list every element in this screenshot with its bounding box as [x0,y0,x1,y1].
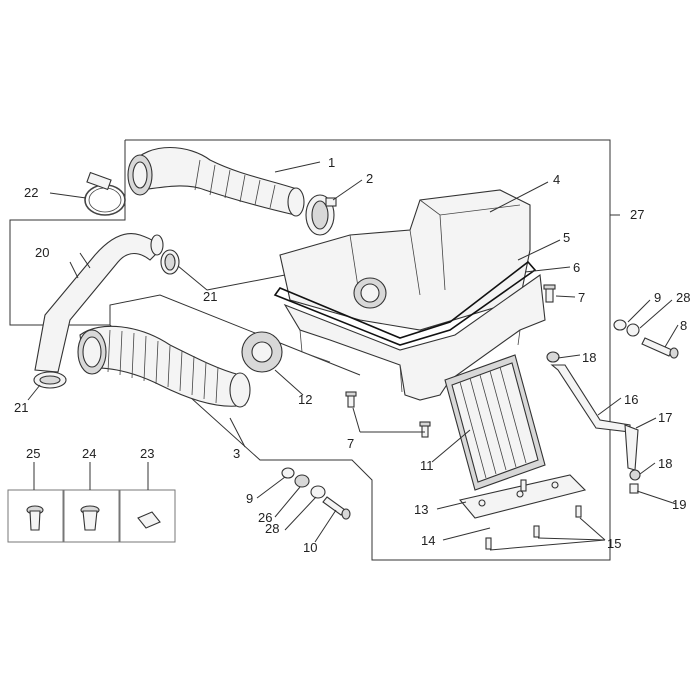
callout-25: 25 [26,446,40,461]
small-clamp-lower [33,371,67,389]
callout-27: 27 [630,207,644,222]
callout-24: 24 [82,446,96,461]
filter-frame [459,474,587,519]
callout-13: 13 [414,502,428,517]
rubber-sleeve [241,331,283,373]
screws-15 [485,479,582,550]
callout-19: 19 [672,497,686,512]
callout-9-left: 9 [246,491,253,506]
washer-9-right [613,319,627,331]
callout-14: 14 [421,533,435,548]
small-clamp-upper [160,249,180,275]
callout-5: 5 [563,230,570,245]
washer-28-right [626,323,640,337]
clip-18-bottom [629,469,641,481]
callout-7-bottom: 7 [347,436,354,451]
callout-9-right: 9 [654,290,661,305]
bolt-10 [322,496,351,520]
clip-nut-23 [137,511,161,529]
air-filter-element [444,354,546,491]
callout-28-left: 28 [265,521,279,536]
callout-21-left: 21 [14,400,28,415]
callout-3: 3 [233,446,240,461]
callout-18-bottom: 18 [658,456,672,471]
cap-19 [629,483,639,494]
nut-24 [80,505,100,531]
callout-16: 16 [624,392,638,407]
ring-clamp [84,171,126,216]
airbox-cover [279,189,531,331]
bolt-8 [641,337,679,359]
callout-15: 15 [607,536,621,551]
box-part-25 [7,489,64,543]
washer-28-left [310,485,326,499]
callout-22: 22 [24,185,38,200]
hose-clamp [305,194,337,236]
corrugated-hose [77,325,251,408]
grommet-25 [26,505,44,531]
callout-26: 26 [258,510,272,525]
callout-12: 12 [298,392,312,407]
callout-8: 8 [680,318,687,333]
intake-hose-upper [127,146,305,217]
screw-7-top [543,284,556,303]
callout-6: 6 [573,260,580,275]
callout-20: 20 [35,245,49,260]
callout-23: 23 [140,446,154,461]
assembly-frame-27 [9,139,611,561]
callout-1: 1 [328,155,335,170]
callout-28-right: 28 [676,290,690,305]
callout-17: 17 [658,410,672,425]
washer-26 [294,474,310,488]
airbox-housing [283,274,546,401]
callout-11: 11 [420,458,434,473]
callout-4: 4 [553,172,560,187]
callout-labels: 1 2 3 4 5 6 7 7 8 9 9 10 11 12 13 14 15 … [14,155,690,555]
screw-7-mid [419,421,431,438]
callout-18-top: 18 [582,350,596,365]
callout-7-top: 7 [578,290,585,305]
screw-7-left [345,391,357,408]
callout-21-right: 21 [203,289,217,304]
breather-hose [34,233,164,373]
airbox-gasket [273,260,537,346]
washer-9-left [281,467,295,479]
leader-lines [27,161,679,551]
clip-18-top [546,351,560,363]
callout-10: 10 [303,540,317,555]
callout-2: 2 [366,171,373,186]
drain-tube [550,364,639,471]
